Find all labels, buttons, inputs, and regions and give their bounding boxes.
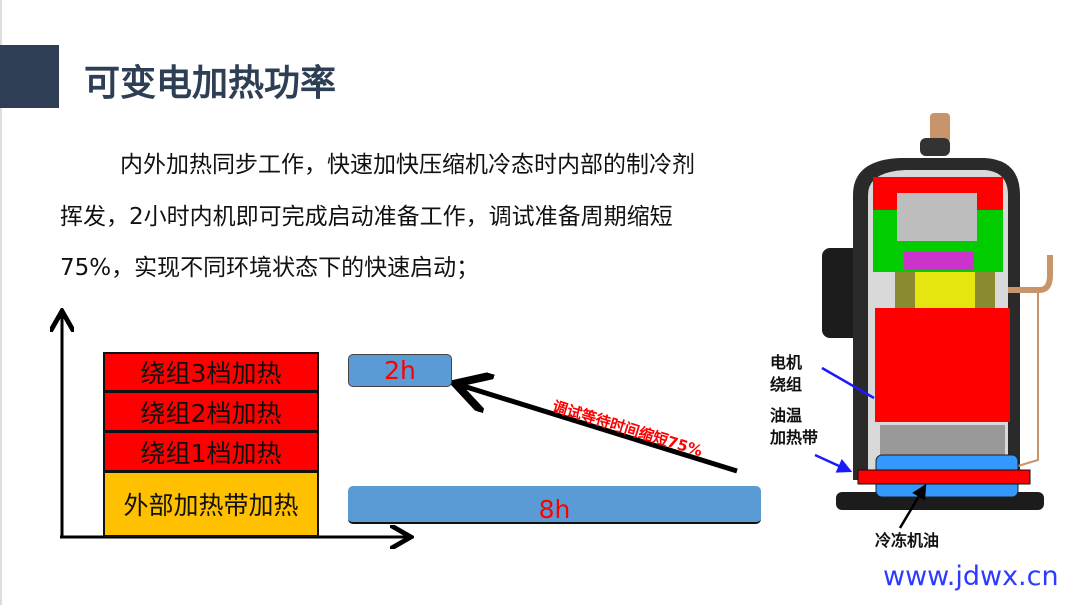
paragraph-line-2: 挥发，2小时内机即可完成启动准备工作，调试准备周期缩短 xyxy=(60,204,673,230)
oil-pointer-arrow xyxy=(898,483,927,529)
winding-level-2: 绕组2档加热 xyxy=(103,391,319,432)
time-bar-2h: 2h xyxy=(348,354,452,387)
paragraph-line-1: 内外加热同步工作，快速加快压缩机冷态时内部的制冷剂 xyxy=(120,152,695,178)
compressor-illustration xyxy=(822,113,1053,510)
paragraph-line-3: 75%，实现不同环境状态下的快速启动； xyxy=(60,255,480,281)
watermark: www.jdwx.cn xyxy=(883,561,1059,592)
winding-level-1: 绕组1档加热 xyxy=(103,431,319,472)
title-accent-block xyxy=(0,45,59,108)
reduction-arrow xyxy=(460,385,738,474)
page-title: 可变电加热功率 xyxy=(84,63,337,104)
refrigeration-oil-label: 冷冻机油 xyxy=(875,531,940,550)
oil-heater-label: 油温加热带 xyxy=(770,406,819,447)
motor-pointer-arrow xyxy=(821,366,875,400)
slide-edge xyxy=(0,0,2,605)
heater-pointer-arrow xyxy=(814,453,853,473)
winding-level-3: 绕组3档加热 xyxy=(103,352,319,392)
motor-winding-label: 电机绕组 xyxy=(770,353,803,394)
time-bar-8h: 8h xyxy=(348,486,761,524)
external-heating-band: 外部加热带加热 xyxy=(103,471,319,537)
